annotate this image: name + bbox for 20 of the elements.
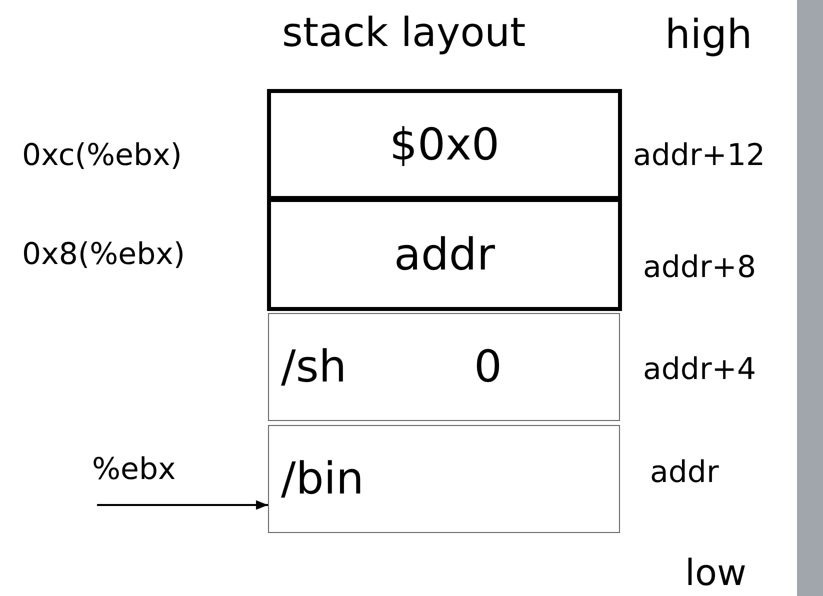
- memory-cell: [268, 313, 620, 421]
- memory-cell: [267, 198, 622, 311]
- address-label: 0x8(%ebx): [22, 237, 186, 272]
- direction-label: low: [685, 553, 746, 594]
- cell-value: addr: [394, 229, 495, 280]
- address-label: addr+8: [643, 250, 756, 285]
- side-bar: [797, 0, 823, 596]
- cell-value: 0: [474, 342, 502, 392]
- address-label: addr: [650, 455, 719, 490]
- address-label: addr+4: [643, 352, 756, 387]
- memory-cell: [268, 425, 620, 533]
- direction-label: high: [665, 12, 752, 58]
- memory-cell: [267, 89, 622, 200]
- cell-value: /bin: [281, 454, 364, 504]
- address-label: addr+12: [633, 138, 766, 173]
- arrow: [97, 500, 268, 510]
- diagram-title: stack layout: [282, 10, 526, 56]
- address-label: 0xc(%ebx): [22, 138, 182, 173]
- cell-value: /sh: [281, 342, 347, 392]
- cell-value: $0x0: [389, 119, 500, 170]
